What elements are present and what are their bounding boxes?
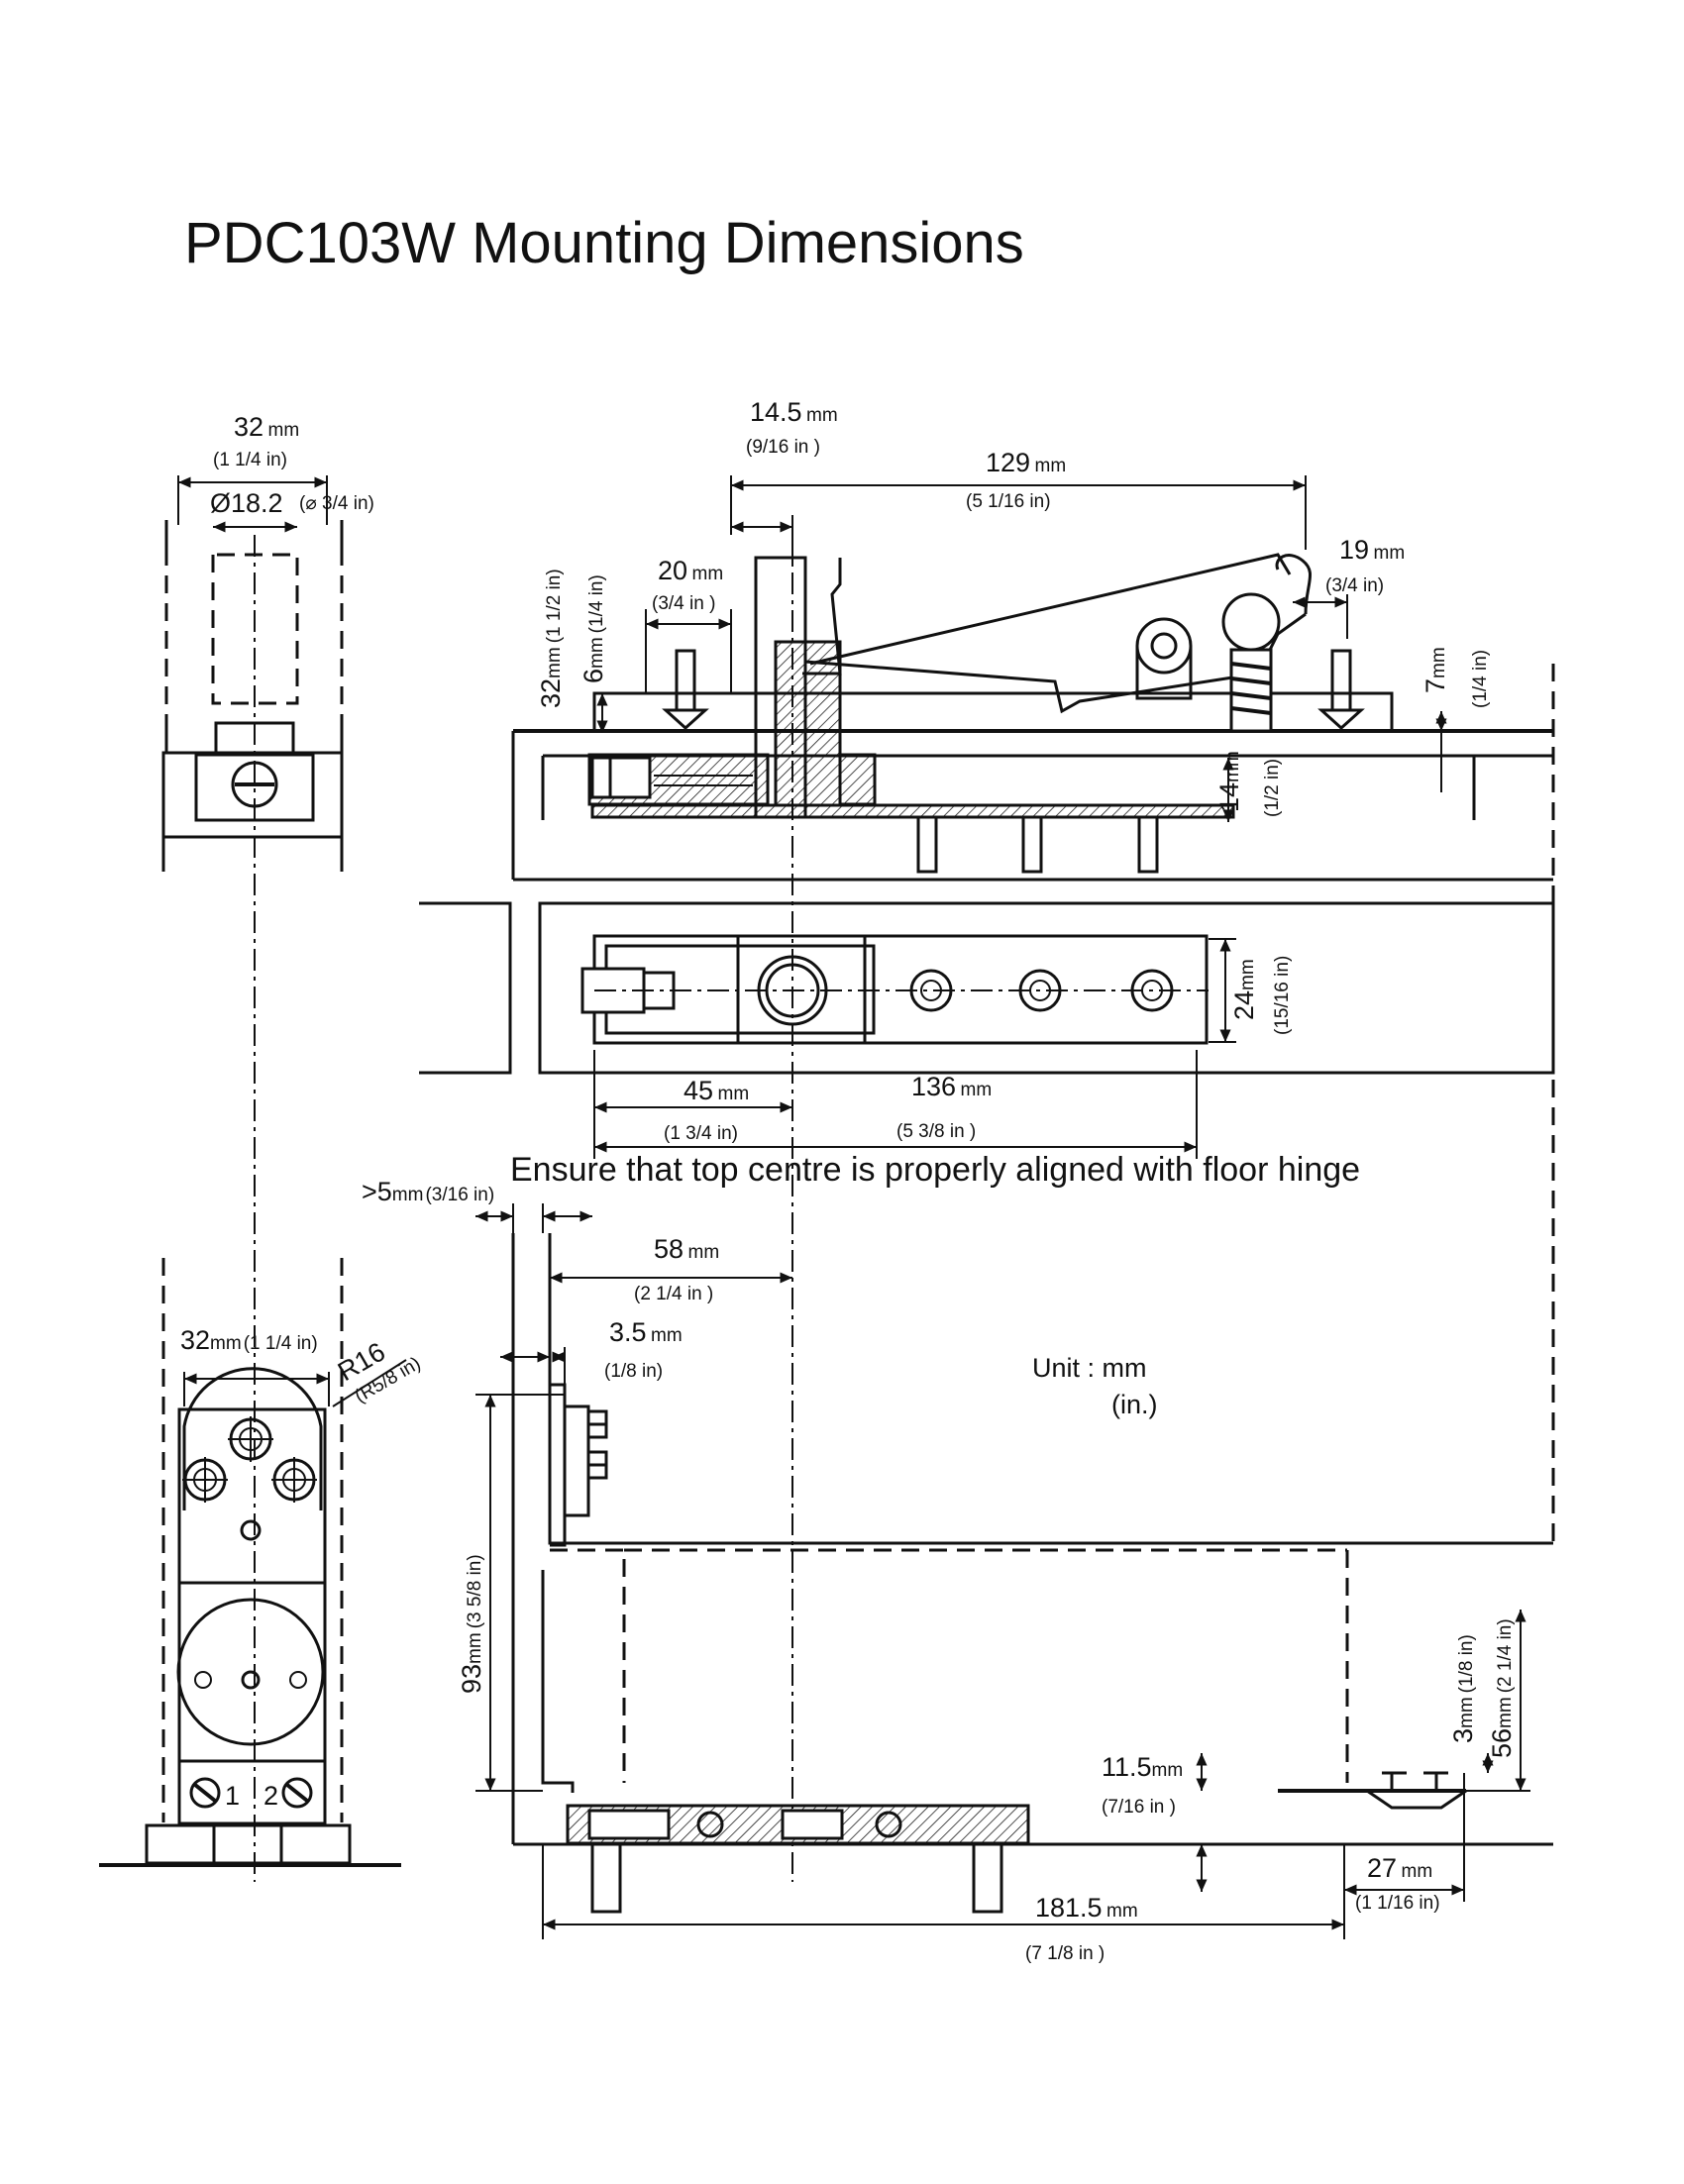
dim-136mm: 136 mm bbox=[911, 1072, 992, 1101]
dim-20mm: 20 mm bbox=[658, 556, 723, 585]
terminal-1-label: 1 bbox=[225, 1781, 240, 1811]
dim-24mm-vertical: 24mm bbox=[1229, 959, 1259, 1020]
svg-text:(1/2 in): (1/2 in) bbox=[1262, 759, 1283, 817]
svg-text:(1/4 in): (1/4 in) bbox=[1470, 650, 1491, 708]
dim-5mm: >5mm(3/16 in) bbox=[362, 1177, 494, 1206]
dim-32mm-top: 32 mm bbox=[234, 412, 299, 442]
dim-14-5mm: 14.5 mm bbox=[750, 397, 838, 427]
dim-3-5mm-in: (1/8 in) bbox=[604, 1361, 663, 1382]
dimension-lines bbox=[475, 475, 1530, 1939]
svg-text:6mm(1/4 in): 6mm(1/4 in) bbox=[579, 574, 608, 683]
dim-93mm-vertical: 93mm(3 5/8 in) bbox=[457, 1554, 486, 1694]
dim-32mm-bottom: 32mm(1 1/4 in) bbox=[180, 1325, 318, 1355]
dim-7mm-vertical-in: (1/4 in) bbox=[1470, 650, 1491, 708]
dim-136mm-in: (5 3/8 in ) bbox=[896, 1121, 976, 1142]
svg-text:32mm(1 1/2 in): 32mm(1 1/2 in) bbox=[536, 569, 566, 708]
dim-58mm-in: (2 1/4 in ) bbox=[634, 1284, 713, 1304]
dim-27mm-in: (1 1/16 in) bbox=[1355, 1893, 1440, 1914]
dim-14mm-vertical-in: (1/2 in) bbox=[1262, 759, 1283, 817]
dim-32mm-vertical: 32mm(1 1/2 in) bbox=[536, 569, 566, 708]
dim-6mm-vertical: 6mm(1/4 in) bbox=[579, 574, 608, 683]
dim-14mm-vertical: 14mm bbox=[1214, 751, 1244, 812]
dim-129mm-in: (5 1/16 in) bbox=[966, 491, 1051, 512]
dim-181-5mm: 181.5 mm bbox=[1035, 1893, 1138, 1923]
unit-label-in: (in.) bbox=[1111, 1390, 1158, 1419]
dim-20mm-in: (3/4 in ) bbox=[652, 593, 715, 614]
dim-11-5mm: 11.5mm bbox=[1102, 1752, 1183, 1782]
unit-label: Unit : mm bbox=[1032, 1353, 1147, 1383]
svg-text:(15/16 in): (15/16 in) bbox=[1272, 956, 1293, 1035]
svg-text:7mm: 7mm bbox=[1421, 647, 1450, 693]
dimension-labels: 32 mm (1 1/4 in) Ø18.2 (⌀ 3/4 in) 14.5 m… bbox=[180, 397, 1517, 1964]
terminal-2-label: 2 bbox=[263, 1781, 278, 1811]
svg-text:14mm: 14mm bbox=[1214, 751, 1244, 812]
dim-19mm: 19 mm bbox=[1339, 535, 1405, 565]
dim-r16: R16 (R5/8 in) bbox=[333, 1336, 424, 1406]
dim-129mm: 129 mm bbox=[986, 448, 1066, 477]
svg-text:3mm(1/8 in): 3mm(1/8 in) bbox=[1448, 1634, 1478, 1743]
dim-181-5mm-in: (7 1/8 in ) bbox=[1025, 1943, 1105, 1964]
dim-diameter: Ø18.2 bbox=[210, 488, 283, 518]
dim-45mm: 45 mm bbox=[684, 1076, 749, 1105]
top-centre-end-view bbox=[161, 475, 344, 1882]
dim-3-5mm: 3.5 mm bbox=[609, 1317, 683, 1347]
dim-27mm: 27 mm bbox=[1367, 1853, 1432, 1883]
svg-text:24mm: 24mm bbox=[1229, 959, 1259, 1020]
dim-3mm-vertical: 3mm(1/8 in) bbox=[1448, 1634, 1478, 1743]
floor-hinge-end-view: 1 2 bbox=[99, 1258, 407, 1867]
top-section-view bbox=[511, 535, 1555, 1882]
alignment-note: Ensure that top centre is properly align… bbox=[510, 1151, 1360, 1189]
dim-58mm: 58 mm bbox=[654, 1234, 719, 1264]
dim-19mm-in: (3/4 in) bbox=[1325, 575, 1384, 596]
dim-45mm-in: (1 3/4 in) bbox=[664, 1123, 738, 1144]
page-title: PDC103W Mounting Dimensions bbox=[184, 211, 1024, 275]
dim-24mm-vertical-in: (15/16 in) bbox=[1272, 956, 1293, 1035]
dim-14-5mm-in: (9/16 in ) bbox=[746, 437, 820, 458]
svg-text:93mm(3 5/8 in): 93mm(3 5/8 in) bbox=[457, 1554, 486, 1694]
dim-11-5mm-in: (7/16 in ) bbox=[1102, 1797, 1176, 1818]
dim-7mm-vertical: 7mm bbox=[1421, 647, 1450, 693]
plan-view bbox=[419, 901, 1555, 1075]
svg-text:56mm(2 1/4 in): 56mm(2 1/4 in) bbox=[1487, 1618, 1517, 1758]
dim-56mm-vertical: 56mm(2 1/4 in) bbox=[1487, 1618, 1517, 1758]
dim-diameter-in: (⌀ 3/4 in) bbox=[299, 493, 374, 514]
dim-32mm-top-in: (1 1/4 in) bbox=[213, 450, 287, 470]
